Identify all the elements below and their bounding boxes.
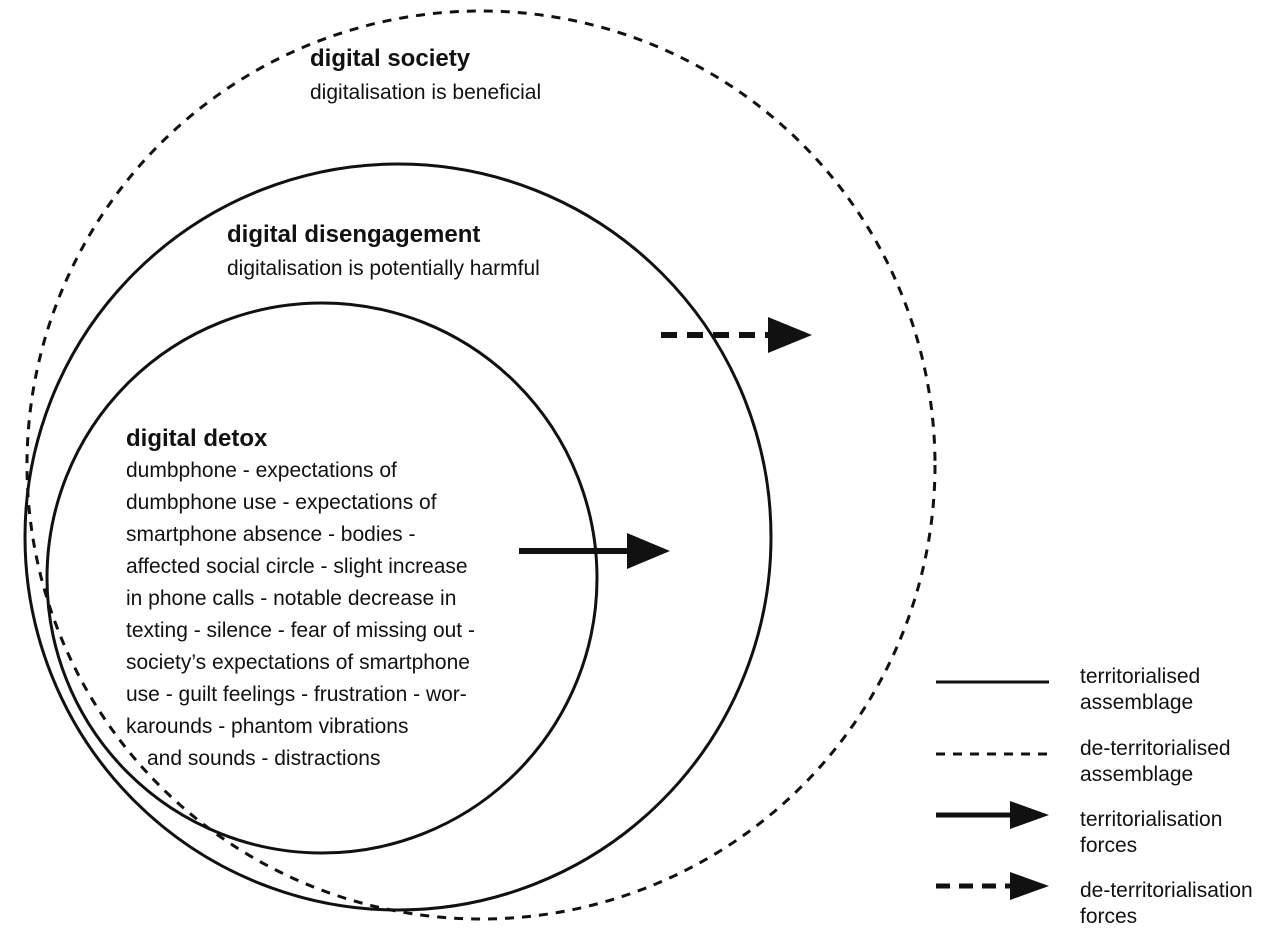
digital-disengagement-circle bbox=[23, 162, 773, 912]
legend-label-line: territorialised bbox=[1080, 665, 1201, 688]
digital-society-title: digital society bbox=[310, 45, 471, 72]
legend-label-line: de-territorialisation bbox=[1080, 879, 1253, 902]
de-territorialisation-force-arrow bbox=[661, 317, 812, 353]
legend-label-territorialised-assemblage: territorialised assemblage bbox=[1080, 664, 1200, 716]
legend-label-de-territorialised-assemblage: de-territorialised assemblage bbox=[1080, 736, 1231, 788]
detox-line: dumbphone use - expectations of bbox=[126, 491, 437, 514]
territorialisation-force-arrow bbox=[519, 533, 670, 569]
digital-society-circle bbox=[25, 9, 937, 921]
detox-line: society’s expectations of smartphone bbox=[126, 651, 470, 674]
legend-label-line: forces bbox=[1080, 834, 1138, 857]
digital-detox-circle bbox=[45, 301, 599, 855]
legend-label-de-territorialisation-forces: de-territorialisation forces bbox=[1080, 878, 1253, 930]
detox-line: and sounds - distractions bbox=[147, 747, 381, 770]
legend-label-line: assemblage bbox=[1080, 763, 1194, 786]
digital-disengagement-title: digital disengagement bbox=[227, 221, 481, 248]
digital-disengagement-subtitle: digitalisation is potentially harmful bbox=[227, 257, 540, 280]
legend-label-territorialisation-forces: territorialisation forces bbox=[1080, 807, 1222, 859]
legend-label-line: de-territorialised bbox=[1080, 737, 1231, 760]
legend-symbol-de-territorialisation-forces bbox=[936, 872, 1049, 900]
detox-line: use - guilt feelings - frustration - wor… bbox=[126, 683, 467, 706]
detox-line: smartphone absence - bodies - bbox=[126, 523, 416, 546]
digital-society-subtitle: digitalisation is beneficial bbox=[310, 81, 542, 104]
digital-detox-title: digital detox bbox=[126, 425, 268, 452]
detox-line: texting - silence - fear of missing out … bbox=[126, 619, 475, 642]
detox-line: affected social circle - slight increase bbox=[126, 555, 468, 578]
legend-label-line: forces bbox=[1080, 905, 1138, 928]
detox-line: dumbphone - expectations of bbox=[126, 459, 397, 482]
detox-line: in phone calls - notable decrease in bbox=[126, 587, 457, 610]
legend-label-line: territorialisation bbox=[1080, 808, 1223, 831]
legend-label-line: assemblage bbox=[1080, 691, 1194, 714]
legend-symbol-territorialisation-forces bbox=[936, 801, 1049, 829]
detox-line: karounds - phantom vibrations bbox=[126, 715, 409, 738]
